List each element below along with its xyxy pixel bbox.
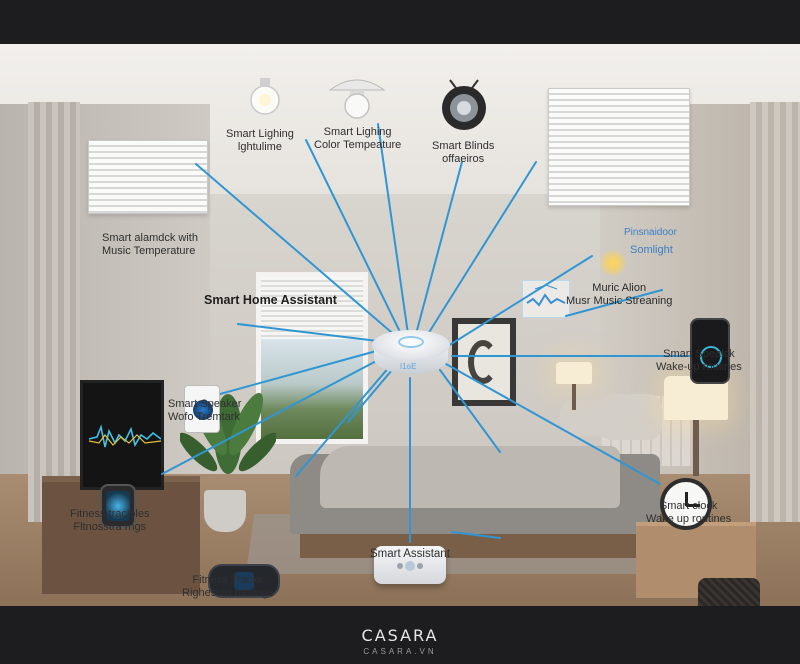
- tv-waveform-icon: [89, 424, 161, 448]
- label-music-alion: Muric Alion Musr Music Streaning: [566, 282, 673, 307]
- fitness-band: [208, 564, 280, 598]
- tv: [80, 380, 164, 490]
- smart-blinds-controller-icon: [440, 76, 488, 137]
- painting-shape: [468, 340, 498, 384]
- label-alarm-clock: Smart alamdck with Music Temperature: [102, 232, 198, 257]
- wall-painting: [452, 318, 516, 406]
- band-screen-icon: [234, 572, 254, 590]
- sunlight-wave-icon: [526, 284, 566, 307]
- smart-speaker-thermostat: [184, 385, 220, 433]
- plant-pot: [204, 490, 246, 532]
- window-view: [261, 339, 363, 439]
- clock-minute-hand: [686, 504, 700, 507]
- hub-display: I1ɢE: [400, 362, 417, 371]
- label-smart-lighting-1: Smart Lighing lghtulime: [226, 128, 294, 153]
- lamp-stand-right: [693, 420, 699, 476]
- fitness-watch: [100, 484, 136, 528]
- label-fitness-left: Fitness tracloles Fltnosstra rngs: [70, 508, 150, 533]
- smart-ceiling-light-icon: [328, 74, 386, 125]
- right-curtain: [750, 102, 800, 522]
- left-curtain: [28, 102, 80, 522]
- brand-logo: CASARA: [361, 626, 439, 645]
- hub-light-ring-icon: [398, 336, 424, 348]
- label-smart-home-assistant: Smart Home Assistant: [204, 293, 337, 307]
- label-sunlight-top: Pinsnaidoor: [624, 227, 677, 238]
- speaker-dial-icon: [700, 346, 722, 368]
- top-bar: [0, 0, 800, 44]
- label-smart-clock: Smart clock Wake up routines: [646, 500, 732, 525]
- painting-canvas: [458, 324, 510, 400]
- label-fitness-bottom: Fitness Trackk Righestao raotings: [182, 574, 274, 599]
- smart-home-hub: I1ɢE: [372, 330, 450, 380]
- label-smart-assistant: Smart Assistant: [370, 548, 450, 560]
- duvet: [320, 446, 620, 508]
- smart-speaker-panel: [690, 318, 730, 384]
- watch-screen-icon: [106, 491, 130, 521]
- smart-clock-icon: [660, 478, 712, 530]
- smart-bulb-icon: [248, 78, 282, 125]
- label-smart-speaker-right: Smart Spealck Wake-up routines: [656, 348, 742, 373]
- smart-assistant-device: [374, 546, 446, 584]
- assistant-controls-icon: [397, 561, 423, 571]
- label-sunlight: Somlight: [630, 244, 673, 256]
- label-smart-speaker-left: Smart Speaker Wofo Tremtark: [168, 398, 242, 423]
- thermostat-dial-icon: [193, 400, 213, 420]
- label-smart-blinds: Smart Blinds offaeiros: [432, 140, 495, 165]
- smart-blind-right: [548, 88, 690, 206]
- pillow: [598, 394, 662, 440]
- sunlight-icon: [600, 250, 626, 276]
- lamp-shade-left: [556, 362, 592, 384]
- brand-domain: CASARA.VN: [363, 647, 437, 656]
- clock-hour-hand: [685, 492, 688, 506]
- sunlight-chart-icon: [522, 280, 570, 318]
- lamp-stand-left: [572, 384, 576, 410]
- brand-footer: CASARA CASARA.VN: [0, 606, 800, 664]
- basket: [698, 578, 760, 606]
- bedroom-scene: I1ɢE Smart Lighing lghtulime Smart Lighi…: [0, 44, 800, 606]
- label-smart-lighting-2: Smart Lighing Color Tempeature: [314, 126, 402, 151]
- window-blinds: [261, 277, 363, 339]
- smart-blind-left: [88, 140, 208, 214]
